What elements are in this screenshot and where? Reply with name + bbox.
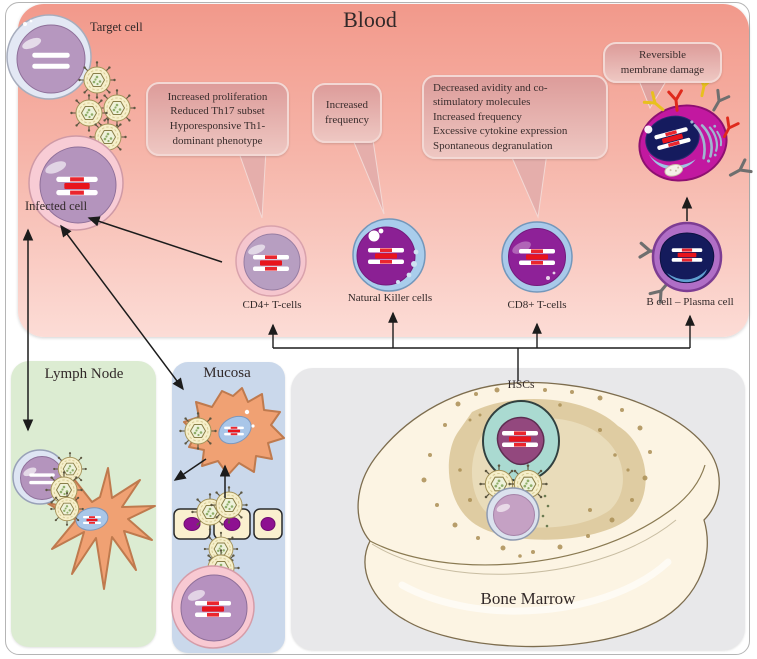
mucosa-infected-cell (171, 565, 255, 649)
arrow-infected-to-mucosa (60, 224, 184, 391)
callout-nk: Increased frequency (312, 83, 382, 143)
bone-marrow-title: Bone Marrow (480, 589, 576, 608)
infected-cell-graphic (28, 135, 124, 231)
b-cell-label: B cell – Plasma cell (646, 296, 734, 308)
bone-marrow-graphic (357, 381, 720, 648)
figure-border (5, 2, 750, 655)
callout-cd8: Decreased avidity and co- stimulatory mo… (422, 75, 608, 159)
progenitor-cell (486, 487, 540, 541)
callout-cd4: Increased proliferation Reduced Th17 sub… (146, 82, 289, 156)
mucosa-title: Mucosa (203, 365, 251, 381)
hscs-label: HSCs (507, 379, 535, 391)
cd8-cell-graphic (501, 221, 573, 293)
nk-cell-graphic (352, 218, 426, 292)
arrow-cd4-to-infected (87, 216, 223, 263)
arrow-macrophage-out (173, 458, 207, 481)
target-cell-graphic (6, 14, 92, 100)
b-cell-graphic (638, 221, 723, 304)
nk-label: Natural Killer cells (347, 292, 433, 304)
mucosa-graphic (171, 387, 285, 649)
lymph-node-title: Lymph Node (44, 366, 124, 382)
cd4-cell-graphic (235, 225, 307, 297)
callout-plasma: Reversible membrane damage (603, 42, 722, 83)
plasma-cell-graphic (638, 75, 753, 183)
blood-title: Blood (343, 7, 397, 32)
target-cell-label: Target cell (90, 20, 143, 34)
hsc-cell (482, 400, 560, 482)
arrows (22, 196, 695, 498)
hsc-differentiation-connector (268, 311, 695, 381)
cd8-label: CD8+ T-cells (507, 299, 567, 311)
bone-speckles (421, 387, 652, 558)
cd4-label: CD4+ T-cells (242, 299, 302, 311)
infected-cell-label: Infected cell (25, 199, 88, 213)
lymph-node-graphic (12, 449, 156, 590)
